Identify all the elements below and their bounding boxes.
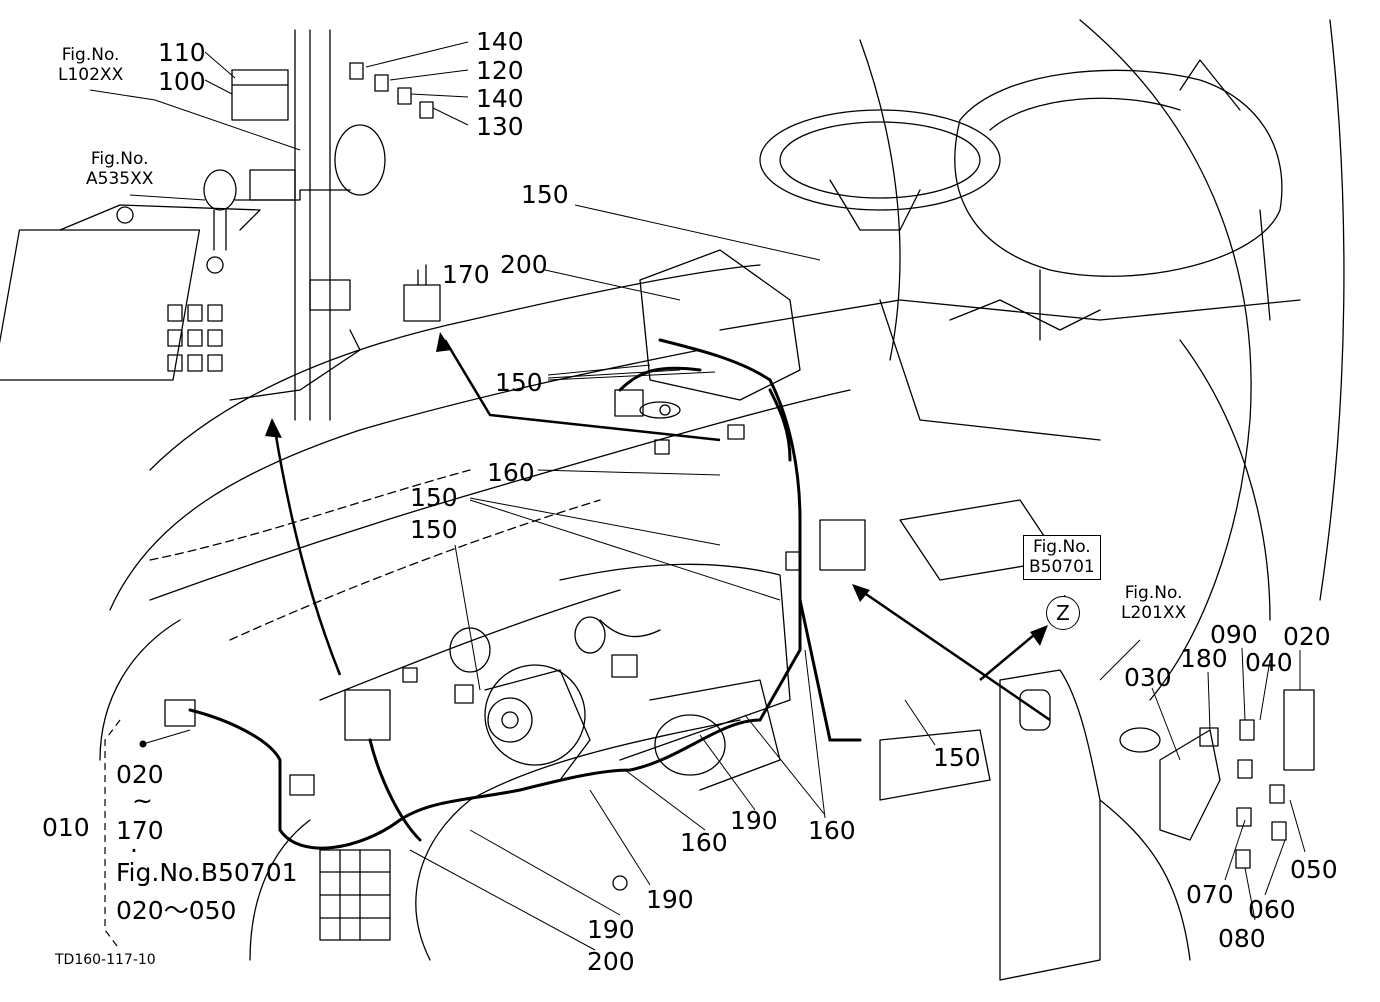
gauge xyxy=(659,404,671,416)
drawing-ref-code: TD160-117-10 xyxy=(55,952,156,968)
callout-160-a: 160 xyxy=(487,458,535,487)
callout-100: 100 xyxy=(158,67,206,96)
relay xyxy=(403,284,441,322)
callout-040: 040 xyxy=(1245,648,1293,677)
callout-150-a: 150 xyxy=(521,180,569,209)
callout-150-d: 150 xyxy=(410,515,458,544)
group-tilde: ~ xyxy=(132,786,153,815)
callout-020: 020 xyxy=(1283,622,1331,651)
harness-main xyxy=(188,378,802,850)
group-fig-range: 020～050 xyxy=(116,896,237,925)
callout-170: 170 xyxy=(442,260,490,289)
callout-140b: 140 xyxy=(476,84,524,113)
callout-090: 090 xyxy=(1210,620,1258,649)
starter-motor xyxy=(654,714,726,776)
callout-030: 030 xyxy=(1124,663,1172,692)
callout-060: 060 xyxy=(1248,895,1296,924)
fuse-box xyxy=(231,69,289,121)
callout-050: 050 xyxy=(1290,855,1338,884)
callout-150-c: 150 xyxy=(410,483,458,512)
callout-200-a: 200 xyxy=(500,250,548,279)
callout-150-e: 150 xyxy=(933,743,981,772)
callout-140: 140 xyxy=(476,27,524,56)
callout-190-a: 190 xyxy=(730,806,778,835)
fig-ref-a535: Fig.No. A535XX xyxy=(86,149,154,189)
view-marker-z: Z xyxy=(1046,596,1080,630)
alternator xyxy=(484,664,586,766)
bulb xyxy=(203,169,237,211)
callout-070: 070 xyxy=(1186,880,1234,909)
callout-110: 110 xyxy=(158,38,206,67)
arrow-to-relay xyxy=(443,339,721,442)
callout-180: 180 xyxy=(1180,644,1228,673)
callout-190-b: 190 xyxy=(646,885,694,914)
hood-outline xyxy=(149,264,761,471)
group-range-start: 020 xyxy=(116,760,164,789)
battery xyxy=(0,229,201,381)
group-main-part: 010 xyxy=(42,813,90,842)
group-fig-ref: Fig.No.B50701 xyxy=(116,858,298,887)
battery-cells xyxy=(167,304,223,372)
callout-190-c: 190 xyxy=(587,915,635,944)
fig-ref-l102: Fig.No. L102XX xyxy=(58,45,124,85)
steering-wheel xyxy=(759,109,1001,211)
callout-150-b: 150 xyxy=(495,368,543,397)
group-range-end: 170 xyxy=(116,816,164,845)
group-dot: · xyxy=(130,836,138,865)
parts-bracket xyxy=(104,719,121,951)
seat xyxy=(954,69,1283,277)
fig-ref-l201: Fig.No. L201XX xyxy=(1121,583,1187,623)
callout-200-b: 200 xyxy=(587,947,635,976)
callout-120: 120 xyxy=(476,56,524,85)
callout-130: 130 xyxy=(476,112,524,141)
fig-ref-b50701: Fig.No. B50701 xyxy=(1023,535,1101,581)
callout-160-c: 160 xyxy=(808,816,856,845)
callout-080: 080 xyxy=(1218,924,1266,953)
callout-160-b: 160 xyxy=(680,828,728,857)
